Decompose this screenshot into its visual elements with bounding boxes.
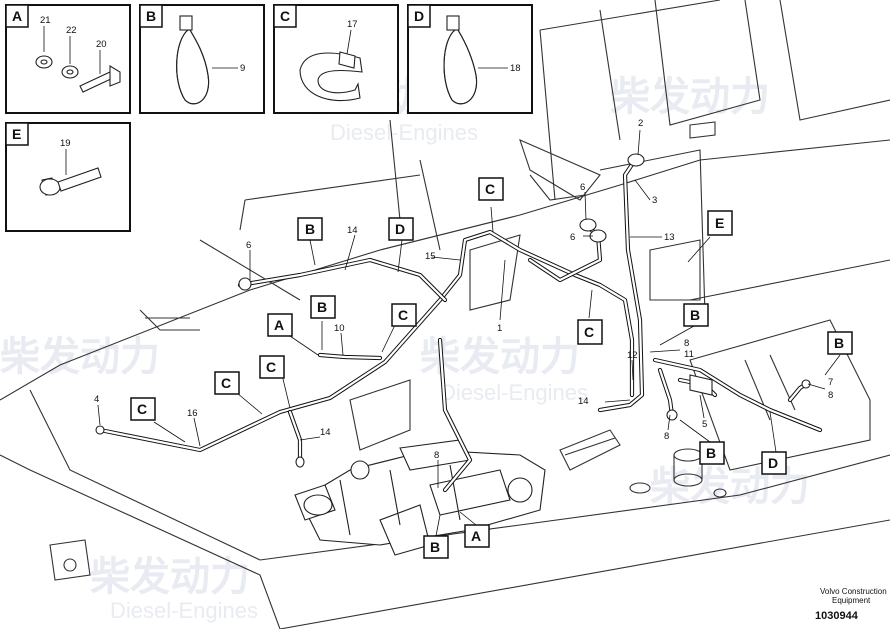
tag-c-left1: C: [130, 397, 156, 421]
svg-text:C: C: [266, 359, 276, 375]
tag-e-right: E: [707, 210, 733, 236]
callout-12: 12: [627, 350, 638, 361]
svg-text:C: C: [584, 324, 594, 340]
panel-d-letter: D: [414, 8, 424, 24]
footer-division: Equipment: [832, 596, 871, 605]
callout-8: 8: [828, 390, 833, 401]
svg-text:Diesel-Engines: Diesel-Engines: [110, 598, 258, 623]
callout-13: 13: [664, 232, 675, 243]
callout-8: 8: [684, 338, 689, 349]
callout-17: 17: [347, 19, 358, 30]
callout-6: 6: [246, 240, 251, 251]
callout-14: 14: [320, 427, 331, 438]
callout-2: 2: [638, 118, 643, 129]
callout-8: 8: [664, 431, 669, 442]
callout-8: 8: [434, 450, 439, 461]
washer-icon: [61, 65, 79, 79]
svg-text:B: B: [430, 539, 440, 555]
callout-10: 10: [334, 323, 345, 334]
tag-b-top: B: [297, 217, 323, 241]
pump-assembly: [294, 439, 546, 556]
panel-a-letter: A: [12, 8, 22, 24]
callout-22: 22: [66, 25, 77, 36]
callout-19: 19: [60, 138, 71, 149]
callout-6: 6: [570, 232, 575, 243]
tag-a-mid: A: [267, 313, 293, 337]
bolt-icon: [79, 65, 121, 93]
tag-d-r: D: [761, 451, 787, 475]
tag-b-bot: B: [423, 535, 449, 559]
nut-icon: [35, 55, 53, 69]
callout-18: 18: [510, 63, 521, 74]
callout-6: 6: [580, 182, 585, 193]
callout-numbers: 2 3 6 6 13 14 15 6 1 10 4 16 14 8 12 8 1…: [94, 118, 833, 461]
tag-b-mid: B: [310, 295, 336, 319]
callout-14: 14: [347, 225, 358, 236]
tag-d-top: D: [388, 217, 414, 241]
detail-panel-c: C 17: [273, 4, 399, 114]
svg-text:C: C: [485, 181, 495, 197]
svg-text:B: B: [690, 307, 700, 323]
panel-b-letter: B: [146, 8, 156, 24]
cable-tie-icon: [443, 15, 478, 105]
callout-11: 11: [684, 349, 694, 360]
callout-15: 15: [425, 251, 436, 262]
harness-cables: [95, 153, 823, 493]
svg-text:D: D: [395, 221, 405, 237]
panel-e-letter: E: [12, 126, 21, 142]
callout-1: 1: [497, 323, 502, 334]
callout-7: 7: [828, 377, 833, 388]
watermark: 柴发动力 Diesel-Engines 柴发动力 柴发动力 柴发动力 Diese…: [0, 75, 810, 623]
tag-b-r2: B: [827, 331, 853, 355]
svg-text:C: C: [137, 401, 147, 417]
detail-panel-e: E 19: [5, 122, 131, 232]
panel-c-letter: C: [280, 8, 290, 24]
tag-c-mid: C: [391, 303, 417, 327]
tag-b-r3: B: [699, 441, 725, 465]
svg-text:柴发动力: 柴发动力: [420, 335, 580, 379]
tag-c-left3: C: [259, 355, 285, 379]
footer-company: Volvo Construction: [820, 587, 887, 596]
svg-text:柴发动力: 柴发动力: [610, 75, 770, 119]
callout-20: 20: [96, 39, 107, 50]
leader-lines: [97, 129, 841, 537]
document-number: 1030944: [815, 610, 859, 622]
tag-b-r1: B: [683, 303, 709, 327]
callout-5: 5: [702, 419, 707, 430]
svg-text:B: B: [305, 221, 315, 237]
tag-c-top: C: [478, 177, 504, 201]
detail-panel-d: D 18: [407, 4, 533, 114]
svg-text:A: A: [471, 528, 481, 544]
callout-4: 4: [94, 394, 99, 405]
svg-text:B: B: [706, 445, 716, 461]
svg-text:D: D: [768, 455, 778, 471]
svg-text:E: E: [715, 215, 724, 231]
callout-9: 9: [240, 63, 245, 74]
callout-21: 21: [40, 15, 51, 26]
footer: Volvo Construction Equipment 1030944: [815, 587, 887, 622]
tag-a-bot: A: [464, 524, 490, 548]
svg-text:B: B: [317, 299, 327, 315]
svg-text:C: C: [398, 307, 408, 323]
svg-text:A: A: [274, 317, 284, 333]
flange-bolt-icon: [39, 167, 102, 196]
cable-tie-icon: [176, 15, 210, 105]
tag-c-right: C: [577, 319, 603, 345]
svg-text:C: C: [221, 375, 231, 391]
svg-text:Diesel-Engines: Diesel-Engines: [330, 120, 478, 145]
svg-text:柴发动力: 柴发动力: [90, 555, 250, 599]
svg-text:B: B: [834, 335, 844, 351]
callout-3: 3: [652, 195, 657, 206]
callout-14: 14: [578, 396, 589, 407]
clamp-icon: [299, 51, 363, 102]
callout-16: 16: [187, 408, 198, 419]
svg-text:Diesel-Engines: Diesel-Engines: [440, 380, 588, 405]
detail-panel-a: A 21 22 20: [5, 4, 131, 114]
detail-panel-b: B 9: [139, 4, 265, 114]
tag-c-left2: C: [214, 371, 240, 395]
